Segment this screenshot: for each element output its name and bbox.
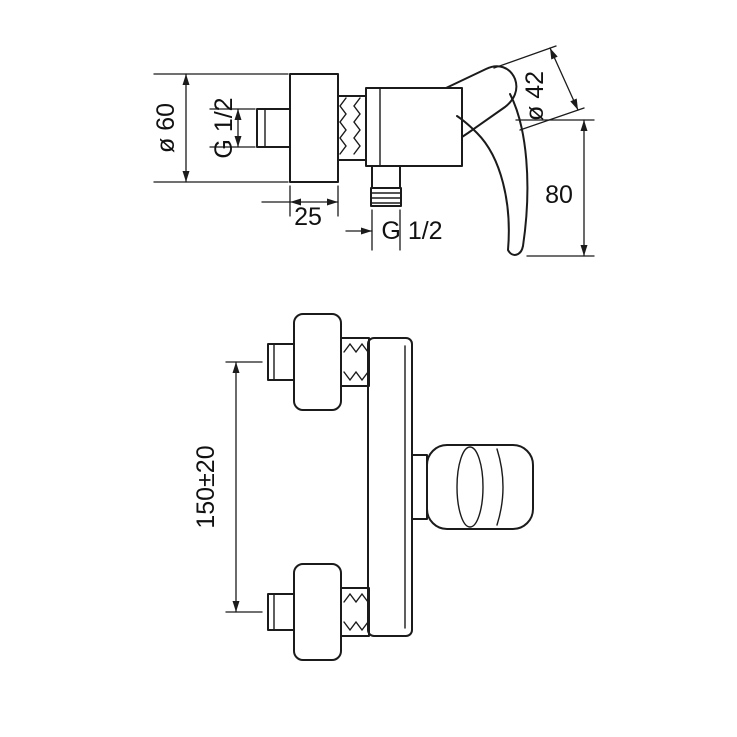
wall-flange-side: [289, 73, 339, 183]
cartridge-cap: [445, 65, 518, 138]
dim-arrow: [361, 227, 372, 235]
dim-label-inlet-thread: G 1/2: [210, 97, 238, 158]
thread-zigzag: [339, 97, 347, 155]
dim-arrow: [327, 198, 338, 206]
dim-arrow: [550, 48, 558, 60]
connector-nut-top: [340, 337, 370, 387]
dim-body-diameter: ø 42: [493, 45, 585, 131]
thread-zigzag: [343, 592, 369, 604]
dim-arrow: [290, 198, 301, 206]
thread-zigzag: [343, 370, 369, 382]
dim-arrow: [234, 136, 242, 147]
outlet-pipe: [371, 165, 401, 189]
wall-flange-top: [293, 313, 342, 411]
dim-label-body-diameter: ø 42: [521, 71, 549, 121]
dim-outlet-height: 80: [515, 119, 595, 257]
dim-flange-depth: 25: [261, 185, 339, 231]
mixer-body-side: [365, 87, 463, 167]
inlet-stub-top: [267, 343, 295, 381]
inlet-stub-side: [256, 108, 291, 148]
handle-cap-front: [426, 444, 534, 530]
inlet-stub-bottom: [267, 593, 295, 631]
connector-nut-bottom: [340, 587, 370, 637]
dim-arrow: [570, 98, 578, 110]
wall-flange-bottom: [293, 563, 342, 661]
dim-arrow: [234, 109, 242, 120]
lever-handle-side: [456, 93, 529, 256]
handle-ring: [456, 446, 484, 528]
dim-label-inlet-spacing: 150±20: [192, 445, 220, 528]
dim-label-flange-diameter: ø 60: [152, 103, 180, 153]
dim-label-outlet-height: 80: [545, 181, 573, 209]
dim-inlet-spacing: 150±20: [192, 361, 263, 613]
dim-arrow: [580, 120, 588, 131]
dim-outlet-thread: G 1/2: [345, 209, 447, 251]
handle-dome-line: [496, 448, 504, 526]
dim-flange-diameter: ø 60: [152, 73, 289, 183]
front-view: 150±20: [192, 313, 534, 661]
thread-zigzag: [343, 342, 369, 354]
dim-arrow: [182, 74, 190, 85]
thread-zigzag: [343, 620, 369, 632]
outlet-thread: [370, 187, 402, 207]
handle-neck-front: [411, 454, 428, 520]
thread-zigzag: [353, 97, 361, 155]
dim-arrow: [232, 362, 240, 373]
dim-arrow: [232, 601, 240, 612]
dim-arrow: [580, 245, 588, 256]
dim-arrow: [182, 171, 190, 182]
side-view: ø 60 G 1/2 25 G 1/2: [152, 45, 595, 257]
dim-label-flange-depth: 25: [294, 203, 322, 231]
dim-label-outlet-thread: G 1/2: [381, 217, 442, 245]
dim-inlet-thread: G 1/2: [209, 97, 256, 159]
